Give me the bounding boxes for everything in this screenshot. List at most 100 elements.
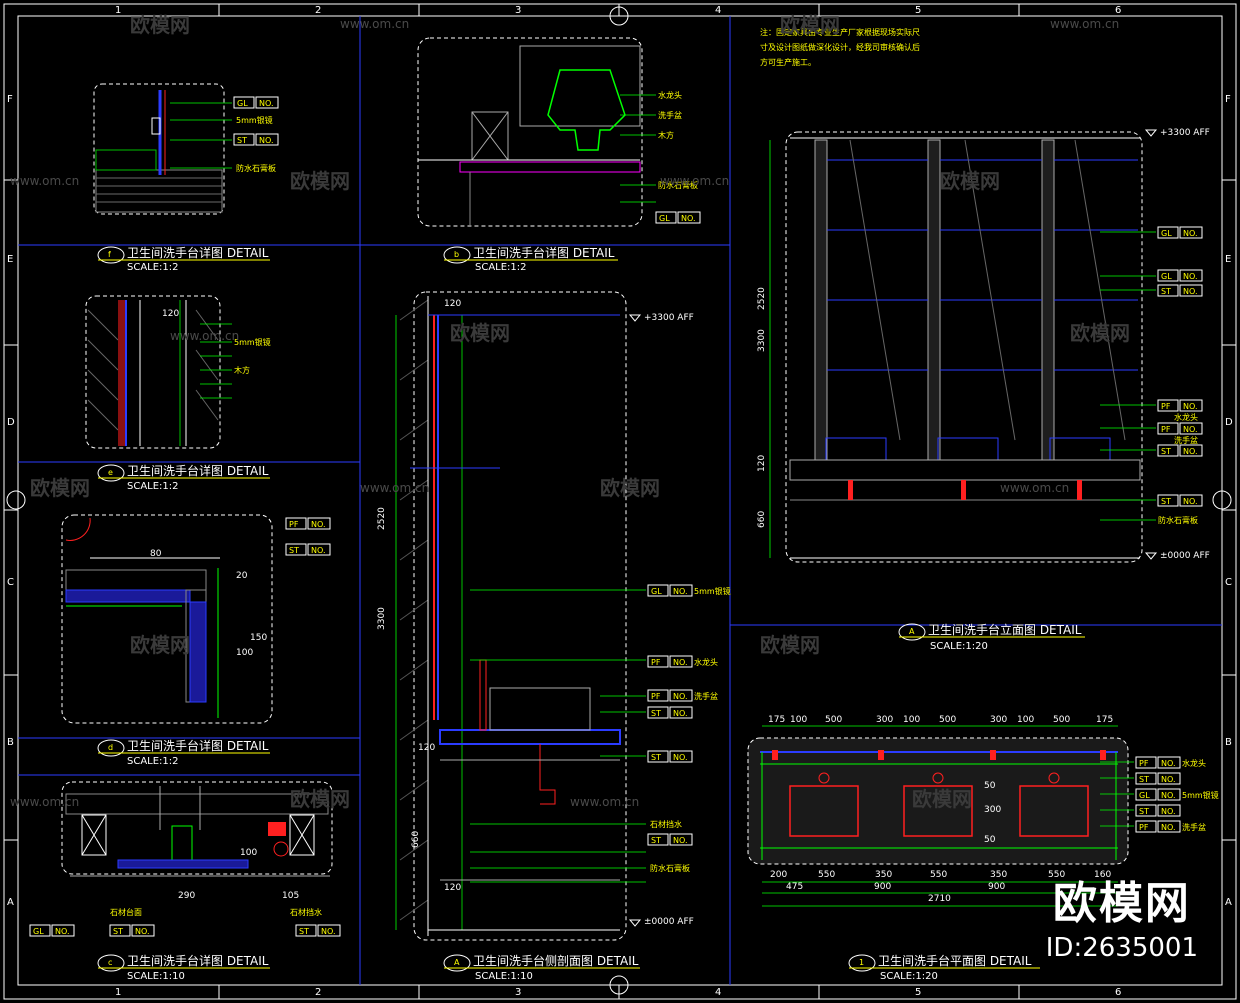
detail-d: 80 20 100 150 PF NO. ST NO. 卫生间洗手台详图 DET… [61, 514, 331, 767]
tag-st: ST [113, 927, 123, 936]
tag-no: NO. [1183, 497, 1198, 506]
tag-no: NO. [1161, 791, 1176, 800]
watermark-url: www.om.cn [10, 174, 79, 188]
annot-basin: 洗手盆 [658, 110, 682, 120]
tag-pf: PF [1161, 425, 1171, 434]
watermark-brand: 欧模网 [30, 476, 90, 500]
annot-mirror-plan: 5mm银镜 [1182, 790, 1219, 800]
detail-e-title: 卫生间洗手台详图 DETAIL [127, 463, 269, 478]
detail-f-scale: SCALE:1:2 [127, 262, 179, 273]
annot-drywall-sec: 防水石膏板 [650, 863, 690, 873]
plan-dim-top-7: 100 [1017, 715, 1034, 725]
tag-st: ST [237, 136, 247, 145]
annot-basin-elev: 洗手盆 [1174, 435, 1198, 445]
watermark-brand: 欧模网 [912, 787, 972, 811]
plan-dim-top-0: 175 [768, 715, 785, 725]
annot-mirror: 5mm银镜 [236, 115, 273, 125]
tag-no: NO. [311, 546, 326, 555]
level-top-sec: +3300 AFF [644, 313, 694, 323]
tag-no: NO. [1183, 402, 1198, 411]
tag-no: NO. [1183, 229, 1198, 238]
dim-sec-top: 120 [444, 299, 461, 309]
plan-dim-top-1: 100 [790, 715, 807, 725]
annot-mirror-sec: 5mm银镜 [694, 586, 731, 596]
watermark-url: www.om.cn [1050, 17, 1119, 31]
detail-f: GL NO. 5mm银镜 ST NO. 防水石膏板 卫生间洗手台详图 DETAI… [93, 83, 279, 273]
tag-no: NO. [321, 927, 336, 936]
dim-sec-660: 660 [411, 831, 421, 848]
tag-no: NO. [673, 658, 688, 667]
annot-wood: 木方 [658, 130, 674, 140]
general-note: 注：固定家具由专业生产厂家根据现场实际尺 寸及设计图纸做深化设计，经我司审核确认… [760, 27, 920, 67]
detail-c: 290 105 100 石材台面 石材挡水 GL NO. ST NO. ST N… [29, 781, 341, 982]
tag-no: NO. [673, 709, 688, 718]
note-line-1: 注：固定家具由专业生产厂家根据现场实际尺 [760, 27, 920, 37]
tag-pf: PF [1139, 759, 1149, 768]
brand-badge: 欧模网 ID:2635001 [1046, 867, 1198, 963]
plan-dim-top-9: 175 [1096, 715, 1113, 725]
watermark-url: www.om.cn [10, 795, 79, 809]
level-top-elev: +3300 AFF [1160, 128, 1210, 138]
level-floor-elev: ±0000 AFF [1160, 551, 1210, 561]
plan-dim-bot-4: 350 [990, 870, 1007, 880]
tag-no: NO. [55, 927, 70, 936]
row-label-C: C [7, 577, 14, 588]
plan-dim-bot2-1: 900 [874, 882, 891, 892]
plan-dim-top-4: 100 [903, 715, 920, 725]
col-label-2: 2 [315, 5, 321, 16]
annot-wood-e: 木方 [234, 365, 250, 375]
annot-faucet: 水龙头 [658, 90, 682, 100]
tag-no: NO. [673, 692, 688, 701]
plan-dim-total: 2710 [928, 894, 951, 904]
plan-depth-2: 50 [984, 835, 996, 845]
annot-drywall: 防水石膏板 [236, 163, 276, 173]
dim-d-20: 20 [236, 571, 248, 581]
watermark-url: www.om.cn [1000, 481, 1069, 495]
tag-st: ST [1139, 775, 1149, 784]
tag-st: ST [1161, 497, 1171, 506]
detail-c-scale: SCALE:1:10 [127, 971, 185, 982]
plan-dim-bot-3: 550 [930, 870, 947, 880]
dim-c-290: 290 [178, 891, 195, 901]
brand-name: 欧模网 [1052, 878, 1191, 929]
tag-gl: GL [33, 927, 44, 936]
row-label-D: D [7, 417, 15, 428]
tag-no: NO. [1161, 775, 1176, 784]
tag-st: ST [1139, 807, 1149, 816]
row-label-B: B [7, 737, 14, 748]
watermark-brand: 欧模网 [450, 321, 510, 345]
watermarks: 欧模网 欧模网 欧模网 欧模网 欧模网 欧模网 欧模网 欧模网 欧模网 欧模网 … [10, 13, 1130, 811]
dim-sec-2520: 2520 [377, 507, 387, 530]
watermark-url: www.om.cn [660, 174, 729, 188]
watermark-brand: 欧模网 [600, 476, 660, 500]
dim-sec-3300: 3300 [377, 607, 387, 630]
row-label-F-r: F [1225, 94, 1231, 105]
tag-pf: PF [651, 692, 661, 701]
annot-basin-sec: 洗手盆 [694, 691, 718, 701]
elevation-title: 卫生间洗手台立面图 DETAIL [928, 622, 1082, 637]
dim-elev-660: 660 [757, 511, 767, 528]
tag-no: NO. [1183, 447, 1198, 456]
plan: 175 100 500 300 100 500 300 100 500 175 … [747, 715, 1219, 982]
dim-sec-120: 120 [418, 743, 435, 753]
dim-elev-120: 120 [757, 455, 767, 472]
tag-no: NO. [1183, 272, 1198, 281]
row-label-F: F [7, 94, 13, 105]
watermark-brand: 欧模网 [290, 787, 350, 811]
note-line-2: 寸及设计图纸做深化设计，经我司审核确认后 [760, 42, 920, 52]
col-label-1: 1 [115, 5, 121, 16]
col-label-6b: 6 [1115, 987, 1121, 998]
tag-pf: PF [289, 520, 299, 529]
dim-d-150: 150 [250, 633, 267, 643]
annot-skirt-sec: 石材挡水 [650, 819, 682, 829]
plan-dim-top-5: 500 [939, 715, 956, 725]
tag-no: NO. [673, 753, 688, 762]
watermark-brand: 欧模网 [940, 169, 1000, 193]
plan-title: 卫生间洗手台平面图 DETAIL [878, 953, 1032, 968]
watermark-brand: 欧模网 [130, 633, 190, 657]
annot-drywall: 防水石膏板 [658, 180, 698, 190]
dim-c-100: 100 [240, 848, 257, 858]
tag-pf: PF [1161, 402, 1171, 411]
plan-dim-top-6: 300 [990, 715, 1007, 725]
col-label-3b: 3 [515, 987, 521, 998]
